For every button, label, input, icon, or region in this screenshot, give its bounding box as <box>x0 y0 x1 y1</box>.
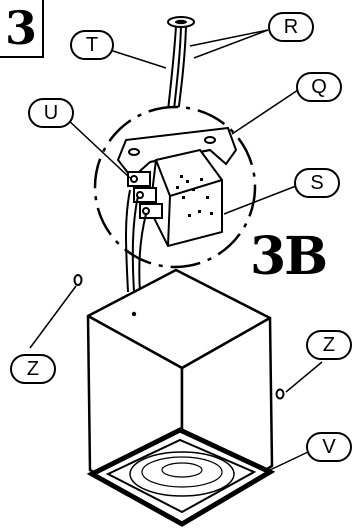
step-number: 3 <box>0 0 44 58</box>
callout-z-left: Z <box>10 354 56 384</box>
junction-box <box>148 148 223 248</box>
mounting-bracket <box>116 126 238 180</box>
callout-r: R <box>268 12 314 42</box>
callout-q: Q <box>296 72 342 102</box>
screw-left-z <box>73 274 83 286</box>
callout-t: T <box>70 30 114 60</box>
callout-u: U <box>28 98 74 128</box>
detail-label: 3B <box>250 226 328 287</box>
reflector <box>86 427 276 527</box>
callout-s: S <box>294 168 340 198</box>
callout-v: V <box>306 432 352 462</box>
callout-z-right: Z <box>306 330 352 360</box>
ceiling-fitting <box>167 16 195 28</box>
leader-lines <box>29 29 323 471</box>
screw-right-z <box>275 388 285 400</box>
supply-wires <box>125 189 147 293</box>
